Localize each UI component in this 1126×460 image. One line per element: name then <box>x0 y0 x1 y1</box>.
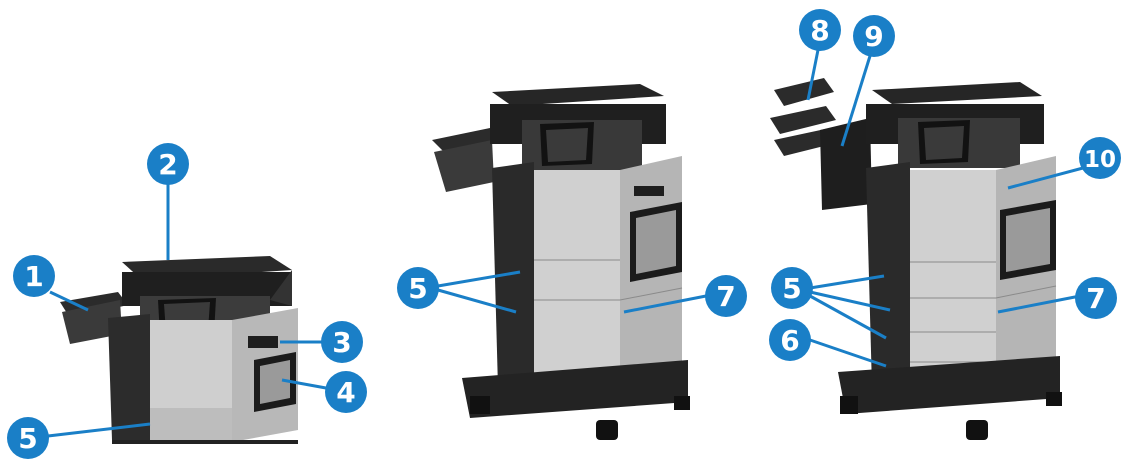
leader-line-5c-low <box>809 294 887 340</box>
svg-text:5: 5 <box>18 422 37 455</box>
leader-line-9 <box>840 55 872 147</box>
leader-line-5c-mid <box>809 290 891 312</box>
callout-8: 8 <box>799 9 841 51</box>
leader-line-7b <box>997 294 1081 314</box>
printer-with-stand-icon <box>432 84 690 440</box>
svg-text:7: 7 <box>1086 282 1105 315</box>
svg-text:7: 7 <box>716 280 735 313</box>
leader-line-7a <box>623 294 707 314</box>
svg-text:5: 5 <box>408 272 427 305</box>
leader-lines <box>47 49 1099 438</box>
callout-4: 4 <box>325 371 367 413</box>
callout-5-base: 5 <box>7 417 49 459</box>
leader-line-6 <box>809 338 887 368</box>
callout-7-stand: 7 <box>705 275 747 317</box>
leader-line-4 <box>281 378 327 390</box>
svg-text:2: 2 <box>158 148 177 181</box>
callouts: 1 2 3 4 5 5 7 8 <box>7 9 1121 459</box>
printer-with-stapler-icon <box>770 78 1062 440</box>
leader-line-1 <box>49 290 89 312</box>
svg-text:10: 10 <box>1084 147 1116 173</box>
callout-1: 1 <box>13 255 55 297</box>
svg-text:5: 5 <box>782 272 801 305</box>
callout-10: 10 <box>1079 137 1121 179</box>
leader-line-5b-bottom <box>437 288 517 314</box>
leader-line-8 <box>806 49 820 101</box>
callout-2: 2 <box>147 143 189 185</box>
leader-line-5b-top <box>437 270 521 288</box>
callout-3: 3 <box>321 321 363 363</box>
callout-5-stapler: 5 <box>771 267 813 309</box>
svg-text:3: 3 <box>332 326 351 359</box>
callout-6: 6 <box>769 319 811 361</box>
svg-text:4: 4 <box>336 376 355 409</box>
svg-text:1: 1 <box>24 260 43 293</box>
svg-text:9: 9 <box>864 20 883 53</box>
callout-7-stapler: 7 <box>1075 277 1117 319</box>
callout-9: 9 <box>853 15 895 57</box>
printer-base-icon <box>60 256 298 444</box>
callout-5-stand: 5 <box>397 267 439 309</box>
leader-line-5a <box>47 422 151 438</box>
svg-text:8: 8 <box>810 14 829 47</box>
svg-text:6: 6 <box>780 324 799 357</box>
leader-line-5c-top <box>809 274 885 290</box>
